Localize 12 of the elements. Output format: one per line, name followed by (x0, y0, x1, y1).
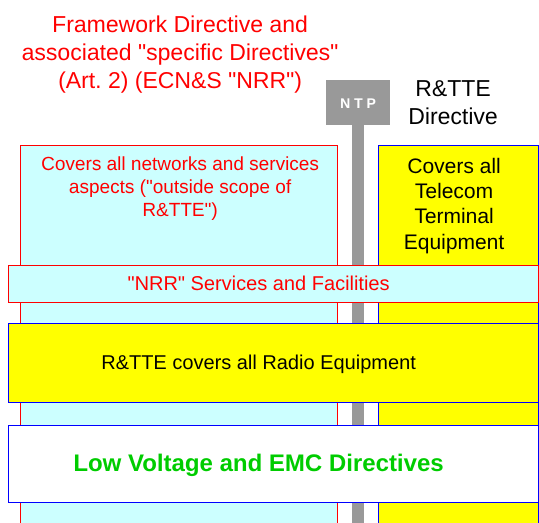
marker-label: N T P (340, 94, 376, 110)
column-description: Covers all networks and services aspects ("outside scope of R&TTE") (40, 154, 320, 222)
band-label: Low Voltage and EMC Directives (73, 450, 444, 478)
boundary-marker (326, 80, 390, 125)
layer-band (8, 323, 539, 403)
column-heading: R&TTE Directive (407, 74, 499, 130)
band-label: R&TTE covers all Radio Equipment (101, 352, 416, 374)
column-description: Covers all Telecom Terminal Equipment (402, 154, 506, 255)
band-label: "NRR" Services and Facilities (127, 272, 390, 296)
layer-band (8, 425, 539, 503)
layer-band (8, 265, 539, 303)
column-heading: Framework Directive and associated "specific Directives" (Art. 2) (ECN&S "NRR") (20, 10, 340, 94)
